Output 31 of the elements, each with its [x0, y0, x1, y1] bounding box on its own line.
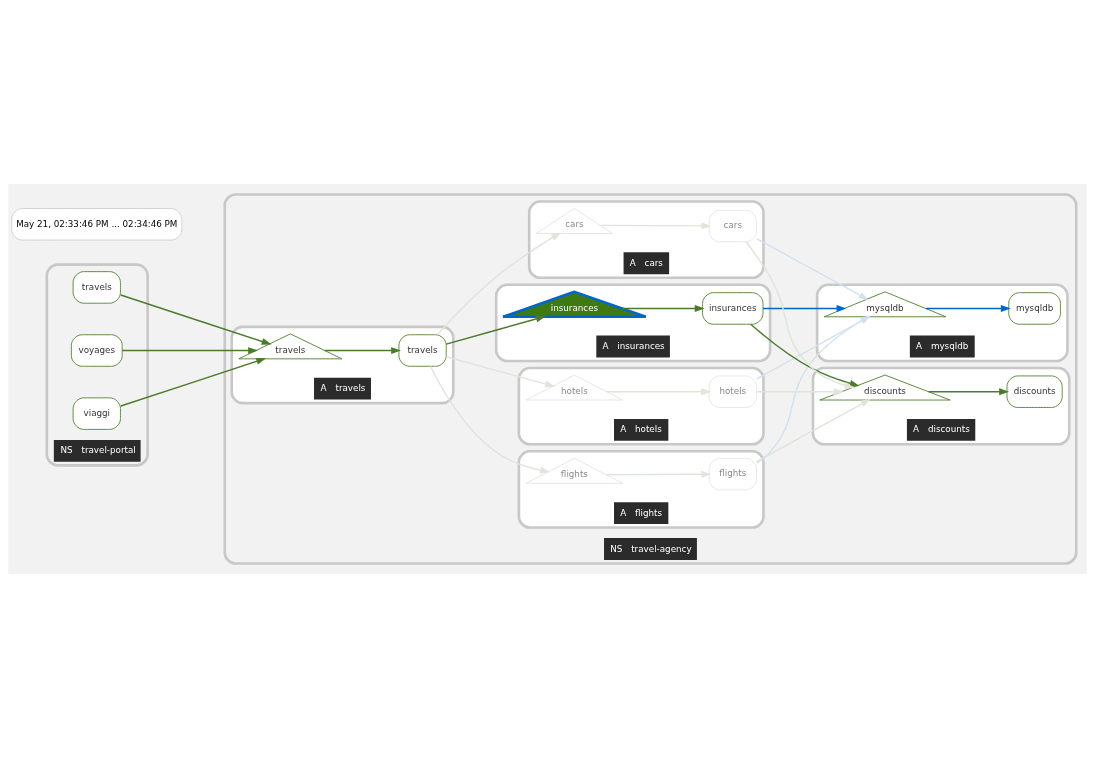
- node-box: travels: [398, 333, 447, 367]
- node-box: cars: [708, 209, 757, 242]
- arrow: [429, 365, 551, 474]
- arrow: [445, 315, 546, 345]
- arrow: [120, 357, 267, 407]
- arrow: [621, 304, 705, 312]
- arrow: [762, 304, 847, 312]
- node-box: insurances: [702, 291, 764, 325]
- arrow: [605, 470, 712, 478]
- arrow: [925, 304, 1011, 312]
- arrow: [436, 231, 562, 335]
- node-box: flights: [708, 457, 757, 490]
- label: May 21, 02:33:46 PM ... 02:34:46 PM: [16, 218, 178, 229]
- arrow: [750, 323, 860, 387]
- arrow: [606, 387, 711, 395]
- node-box: viaggi: [72, 396, 121, 430]
- node-box: travels: [72, 270, 121, 304]
- node-box: mysqldb: [1008, 291, 1061, 325]
- arrow: [599, 221, 712, 229]
- arrow: [755, 237, 869, 300]
- node-box: discounts: [1006, 375, 1063, 408]
- node-box: hotels: [708, 375, 757, 408]
- arrow: [121, 346, 258, 354]
- node-box: voyages: [70, 333, 123, 367]
- arrow: [755, 398, 871, 462]
- arrow: [445, 355, 555, 387]
- arrow: [927, 387, 1009, 395]
- arrow: [745, 240, 855, 389]
- arrow: [324, 346, 401, 354]
- arrow: [755, 387, 844, 395]
- arrow: [120, 293, 272, 345]
